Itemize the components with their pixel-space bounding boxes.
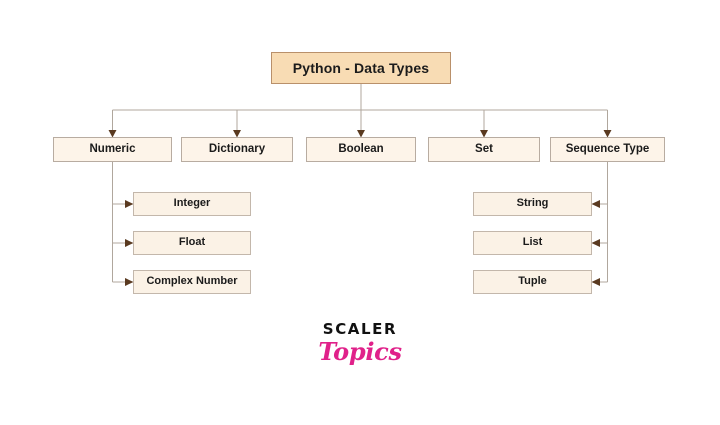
logo-scaler-text: SCALER <box>322 320 398 338</box>
node-tuple: Tuple <box>473 270 592 294</box>
node-string: String <box>473 192 592 216</box>
node-set: Set <box>428 137 540 162</box>
node-dictionary: Dictionary <box>181 137 293 162</box>
node-boolean: Boolean <box>306 137 416 162</box>
node-integer: Integer <box>133 192 251 216</box>
node-float: Float <box>133 231 251 255</box>
scaler-topics-logo: SCALER Topics <box>0 322 720 366</box>
node-python-data-types: Python - Data Types <box>271 52 451 84</box>
logo-topics-text: Topics <box>318 337 402 366</box>
node-list: List <box>473 231 592 255</box>
node-complex-number: Complex Number <box>133 270 251 294</box>
node-sequence-type: Sequence Type <box>550 137 665 162</box>
node-numeric: Numeric <box>53 137 172 162</box>
